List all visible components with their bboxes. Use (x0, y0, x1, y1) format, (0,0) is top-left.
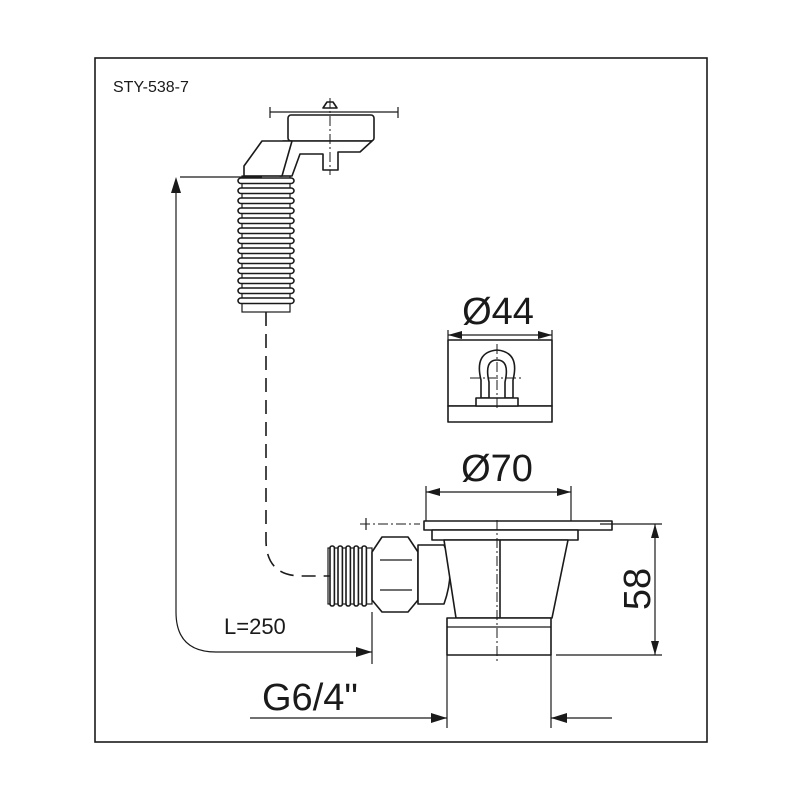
hose-rib (337, 545, 344, 607)
hose-rib (237, 267, 295, 275)
overflow-clip-icon (478, 349, 516, 399)
detail-centerlines (470, 344, 524, 410)
hose-path-dashed (265, 312, 330, 577)
hose-rib (361, 545, 368, 607)
union-nut-flats (380, 559, 412, 591)
hose-rib (329, 545, 336, 607)
dimension-thread: G6/4" (250, 655, 612, 728)
drain-body (360, 518, 613, 662)
drawing-frame (94, 57, 708, 743)
overflow-head-top-line (269, 107, 399, 118)
model-number: STY-538-7 (113, 79, 189, 96)
drain-cone (443, 539, 569, 619)
dim-l-arrow-right (356, 647, 372, 657)
hose-rib (237, 257, 295, 265)
dim-70-label: Ø70 (461, 448, 533, 490)
drain-thread-tail (446, 617, 552, 656)
detail-base (447, 405, 553, 423)
dimension-overflow-diameter: Ø44 (447, 291, 553, 340)
upper-corrugated-hose (237, 175, 295, 313)
hose-rib (237, 227, 295, 235)
union-nut (371, 536, 451, 613)
overflow-head (243, 98, 399, 177)
dim-44-arrow-left (448, 331, 462, 339)
side-outlet (417, 544, 451, 605)
dim-g-arrow-right (551, 713, 567, 723)
dim-58-line (556, 523, 662, 656)
dimension-hose-length: L=250 (171, 176, 373, 664)
hose-rib (353, 545, 360, 607)
hose-rib (237, 287, 295, 295)
hose-rib (237, 217, 295, 225)
hose-rib (237, 247, 295, 255)
hose-rib (237, 297, 295, 305)
overflow-flange (287, 114, 375, 142)
overflow-body (279, 140, 373, 177)
dim-70-arrow-left (426, 488, 440, 496)
dim-44-label: Ø44 (462, 291, 534, 333)
lower-corrugated-hose (327, 545, 373, 607)
dim-58-arrow-top (651, 524, 659, 538)
hose-rib (237, 207, 295, 215)
dim-g-extensions (446, 655, 552, 728)
hose-rib (237, 237, 295, 245)
overflow-detail (447, 339, 553, 423)
hose-rib (237, 197, 295, 205)
drain-collar (431, 529, 579, 541)
dim-58-arrow-bottom (651, 641, 659, 655)
dim-70-line (425, 486, 572, 521)
dim-l-line (175, 182, 372, 653)
hose-rib (237, 277, 295, 285)
dim-g-arrow-left (431, 713, 447, 723)
hose-rib (345, 545, 352, 607)
dimension-drain-height: 58 (556, 523, 662, 656)
hose-rib (237, 187, 295, 195)
dim-g-label: G6/4" (262, 677, 358, 719)
drain-flange (423, 520, 613, 531)
dim-44-arrow-right (538, 331, 552, 339)
dim-58-label: 58 (617, 568, 659, 610)
hose-rib (237, 177, 295, 185)
dim-l-label: L=250 (224, 614, 286, 639)
dimension-drain-diameter: Ø70 (425, 448, 572, 521)
dim-l-arrow-top (171, 177, 181, 193)
dim-70-arrow-right (557, 488, 571, 496)
union-nut-body (371, 536, 419, 613)
